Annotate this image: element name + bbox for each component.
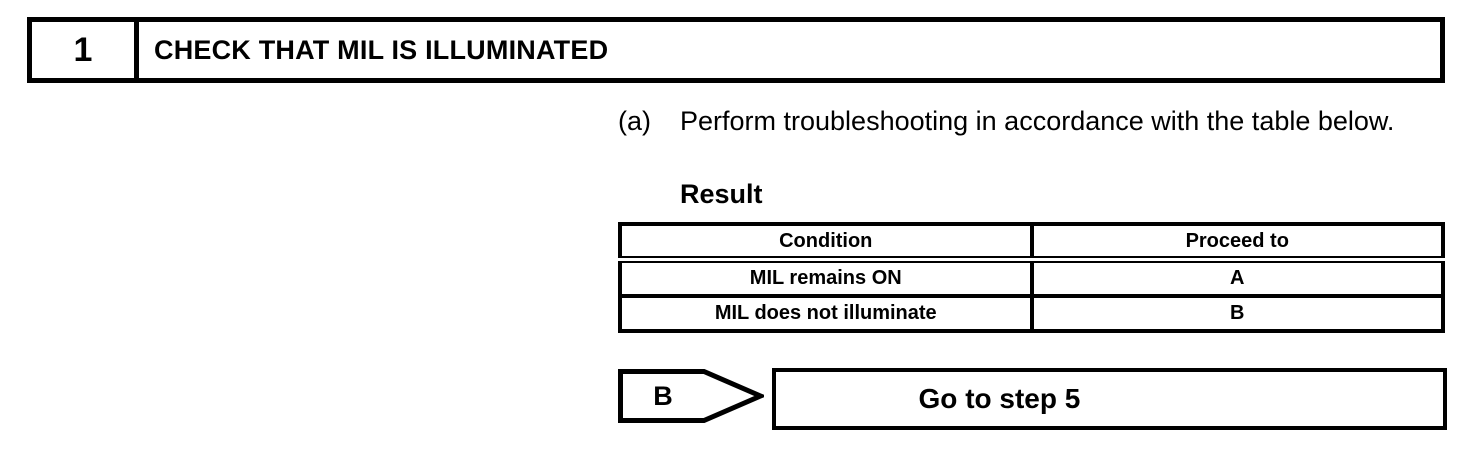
instruction-marker: (a) [618,106,651,136]
proceed-cell: A [1029,257,1445,298]
table-row: MIL remains ON A [618,257,1445,298]
column-header-condition: Condition [618,222,1034,263]
column-header-proceed-to: Proceed to [1029,222,1445,263]
step-header: 1 CHECK THAT MIL IS ILLUMINATED [27,17,1445,83]
condition-cell: MIL remains ON [618,257,1034,298]
branch-arrow-icon [618,369,764,423]
step-title: CHECK THAT MIL IS ILLUMINATED [154,34,609,65]
result-table: Condition Proceed to MIL remains ON A MI… [618,222,1445,333]
action-label: Go to step 5 [918,383,1081,414]
action-box: Go to step 5 [772,368,1447,430]
table-row: MIL does not illuminate B [618,294,1445,333]
table-header-row: Condition Proceed to [618,222,1445,263]
result-label: Result [680,179,763,209]
instruction-text: Perform troubleshooting in accordance wi… [680,106,1395,136]
step-number: 1 [32,22,139,78]
proceed-cell: B [1029,294,1445,333]
condition-cell: MIL does not illuminate [618,294,1034,333]
branch-label: B [653,380,673,411]
instruction-row: (a) Perform troubleshooting in accordanc… [618,103,1430,140]
